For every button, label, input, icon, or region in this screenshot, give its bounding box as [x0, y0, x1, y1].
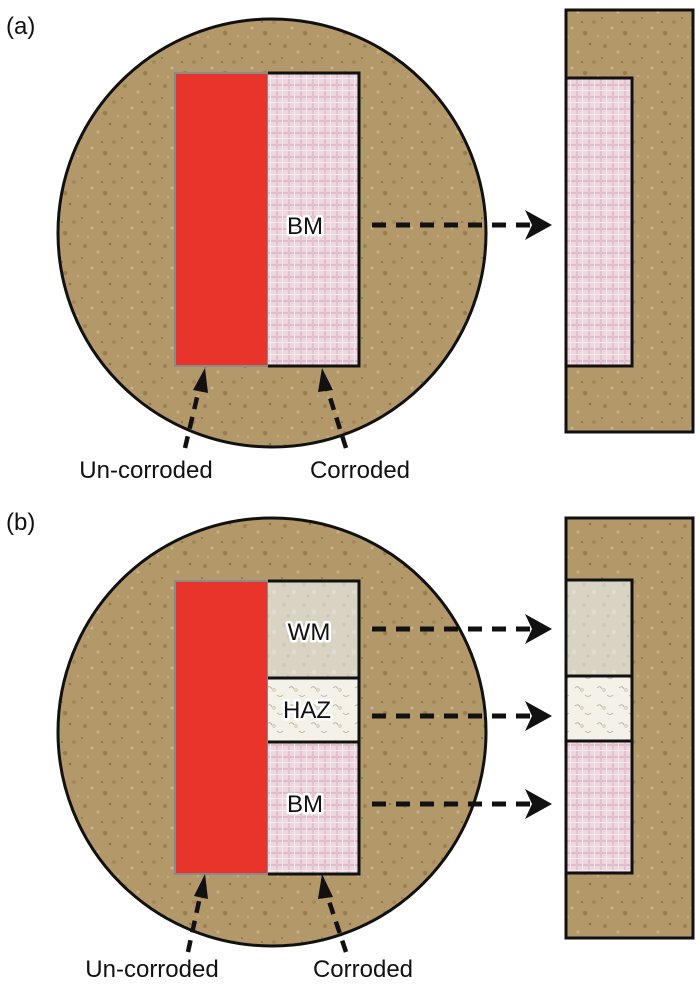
- haz-region-b: [268, 678, 359, 742]
- panel-a-label: (a): [6, 13, 35, 40]
- bm-label-b: BM: [287, 791, 323, 818]
- arrowhead-icon: [525, 210, 552, 240]
- uncorroded-caption-a: Un-corroded: [79, 457, 212, 484]
- panel-b-label: (b): [6, 509, 35, 536]
- arrowhead-icon: [525, 701, 552, 731]
- cross-section-wm: [564, 578, 634, 678]
- wm-label-b: WM: [288, 619, 331, 646]
- bm-label-a: BM: [287, 213, 323, 240]
- arrowhead-icon: [318, 368, 333, 392]
- wm-region-b: [268, 581, 359, 678]
- uncorroded-arrow-b: [185, 891, 204, 953]
- corroded-outline-a: [268, 71, 361, 368]
- cross-section-bm-a: [564, 76, 634, 368]
- arrowhead-icon: [318, 874, 333, 899]
- corroded-caption-a: Corroded: [310, 457, 410, 484]
- panel-b: (b) WM HAZ BM Un-corroded Corroded: [6, 509, 695, 983]
- corroded-outline-b: [268, 579, 361, 876]
- arrowhead-icon: [194, 874, 208, 899]
- cross-section-bm-b: [564, 739, 634, 875]
- arrowhead-icon: [525, 789, 552, 819]
- corroded-arrow-a: [323, 384, 349, 449]
- cross-section-haz: [564, 674, 634, 743]
- uncorroded-arrow-a: [182, 384, 203, 449]
- arrowhead-icon: [193, 368, 208, 393]
- panel-a: (a) BM Un-corroded Corroded: [6, 8, 695, 484]
- haz-label-b: HAZ: [283, 697, 331, 724]
- uncorroded-face-b: [174, 580, 269, 875]
- uncorroded-caption-b: Un-corroded: [85, 956, 218, 983]
- arrowhead-icon: [525, 614, 552, 644]
- bm-region-a: [268, 73, 359, 366]
- corroded-arrow-b: [323, 891, 349, 953]
- bm-region-b: [268, 742, 359, 874]
- corroded-caption-b: Corroded: [313, 956, 413, 983]
- uncorroded-face-a: [174, 72, 269, 367]
